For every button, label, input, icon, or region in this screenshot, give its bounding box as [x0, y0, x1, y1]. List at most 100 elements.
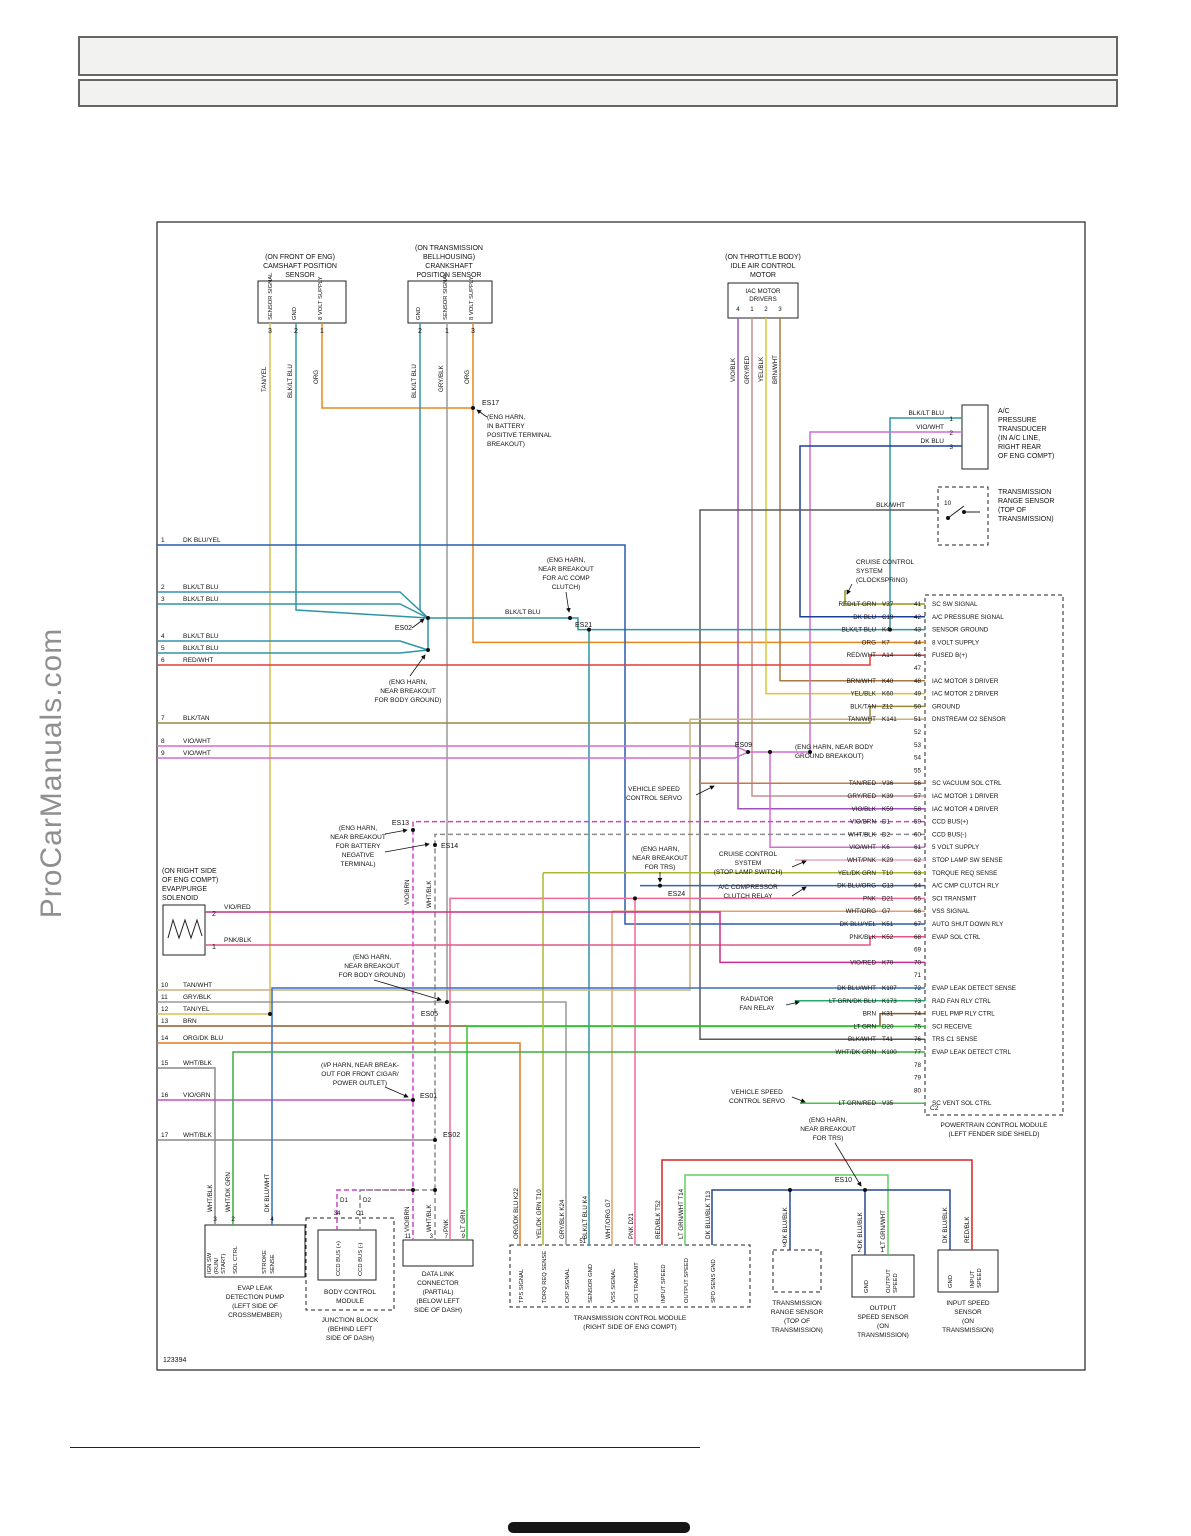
pcm-pin-number: 49 — [914, 691, 922, 698]
diagram-label: JUNCTION BLOCK — [322, 1317, 379, 1324]
tcm-wire-label: BLK/LT BLU K4 — [582, 1195, 589, 1239]
diagram-label: A/C COMPRESSOR — [718, 884, 778, 891]
note-arrow — [565, 591, 571, 613]
pcm-pin-function: IAC MOTOR 1 DRIVER — [932, 793, 999, 800]
wire — [412, 820, 925, 1190]
diagram-label: 11 — [405, 1234, 412, 1240]
pcm-pin-number: 42 — [914, 614, 922, 621]
pcm-wire-color: VIO/WHT — [849, 844, 876, 851]
tcm-wire-label: LT GRN/WHT T14 — [678, 1188, 685, 1239]
diagram-label: 2 — [858, 1248, 862, 1254]
left-pin-number: 8 — [161, 738, 165, 745]
diagram-label: DATA LINK — [422, 1271, 455, 1278]
splice-dot — [433, 1138, 437, 1142]
left-pin-number: 12 — [161, 1006, 169, 1013]
diagram-label: VIO/RED — [224, 904, 251, 911]
diagram-label: 10 — [944, 500, 952, 507]
diagram-label: ORG — [313, 370, 320, 384]
splice-dot — [433, 843, 437, 847]
component-box — [407, 280, 493, 324]
pcm-pin-function: SC VENT SOL CTRL — [932, 1100, 992, 1107]
component-box — [851, 1254, 915, 1298]
splice-dot — [471, 406, 475, 410]
diagram-label: NEAR BREAKOUT — [800, 1126, 856, 1133]
diagram-label: (ENG HARN, — [339, 825, 377, 832]
diagram-label: PNK — [443, 1218, 450, 1232]
diagram-label: PRESSURE — [998, 417, 1037, 424]
wire — [419, 323, 429, 619]
wire — [321, 323, 473, 409]
pcm-circuit-code: T10 — [882, 870, 893, 877]
splice-dot — [788, 1188, 792, 1192]
diagram-label: VIO/WHT — [916, 424, 944, 431]
note-arrow — [695, 785, 715, 796]
wire — [779, 318, 925, 682]
diagram-label: BLK/WHT — [876, 502, 905, 509]
diagram-label: FAN RELAY — [739, 1005, 775, 1012]
diagram-label: ES24 — [668, 891, 685, 898]
diagram-border — [156, 221, 1086, 1371]
pcm-wire-color: WHT/BLK — [848, 831, 877, 838]
pcm-wire-color: BRN/WHT — [847, 678, 877, 685]
wire — [157, 718, 925, 991]
pcm-pin-number: 56 — [914, 780, 922, 787]
diagram-label: GND — [948, 1275, 954, 1288]
pcm-wire-color: VIO/RED — [850, 959, 876, 966]
diagram-label: MOTOR — [750, 272, 776, 279]
diagram-label: ES02 — [395, 625, 412, 632]
pcm-circuit-code: G7 — [882, 908, 891, 915]
pcm-pin-number: 41 — [914, 601, 922, 608]
diagram-label: (ENG HARN, — [547, 557, 585, 564]
diagram-label: TAN/YEL — [261, 366, 268, 392]
splice-dot — [411, 1188, 415, 1192]
diagram-label: ES17 — [482, 400, 499, 407]
wire — [271, 987, 925, 1225]
pcm-wire-color: DK BLU/ORG — [837, 883, 876, 890]
left-pin-wire-color: VIO/WHT — [183, 750, 211, 757]
wire — [684, 1174, 889, 1255]
pcm-pin-number: 48 — [914, 678, 922, 685]
tcm-wire-label: YEL/DK GRN T10 — [536, 1189, 543, 1239]
pcm-circuit-code: K59 — [882, 806, 894, 813]
diagram-label: DK BLU/BLK — [942, 1206, 949, 1243]
splice-dot — [633, 896, 637, 901]
diagram-label: CRUISE CONTROL — [856, 559, 915, 566]
pcm-pin-function: EVAP SOL CTRL — [932, 934, 981, 941]
pcm-pin-number: 71 — [914, 972, 922, 979]
diagram-label: VEHICLE SPEED — [628, 786, 680, 793]
diagram-label: (CLOCKSPRING) — [856, 577, 908, 584]
pcm-circuit-code: K31 — [882, 1011, 894, 1018]
diagram-label: 1 — [881, 1248, 885, 1254]
diagram-label: EVAP/PURGE — [162, 886, 207, 893]
diagram-label: (ON FRONT OF ENG) — [265, 254, 335, 261]
diagram-label: ES13 — [392, 820, 409, 827]
wire — [157, 751, 749, 759]
diagram-label: POWER OUTLET) — [333, 1080, 387, 1087]
pcm-pin-number: 69 — [914, 947, 922, 954]
diagram-label: 1 — [445, 328, 449, 335]
diagram-label: YEL/BLK — [758, 356, 765, 382]
note-arrow — [411, 618, 425, 629]
pcm-wire-color: WHT/PNK — [847, 857, 877, 864]
note-arrow — [791, 886, 807, 897]
splice-dot — [426, 616, 430, 620]
diagram-label: FOR A/C COMP — [542, 575, 589, 582]
diagram-label: SENSOR SIGNAL — [443, 272, 449, 320]
diagram-label: SENSOR — [285, 272, 315, 279]
diagram-label: D2 — [363, 1197, 371, 1204]
diagram-label: 2 — [949, 430, 953, 437]
wire — [809, 431, 962, 752]
pcm-pin-function: A/C PRESSURE SIGNAL — [932, 614, 1004, 621]
pcm-pin-number: 43 — [914, 627, 922, 634]
note-arrow — [846, 583, 853, 595]
diagram-label: CAMSHAFT POSITION — [263, 263, 337, 270]
diagram-label: FOR BATTERY — [336, 843, 382, 850]
pcm-pin-function: A/C CMP CLUTCH RLY — [932, 883, 1000, 890]
diagram-label: (LEFT FENDER SIDE SHIELD) — [949, 1131, 1040, 1138]
pcm-circuit-code: D21 — [882, 895, 894, 902]
note-arrow — [791, 1096, 806, 1103]
splice-dot — [445, 1000, 449, 1004]
left-pin-number: 11 — [161, 994, 168, 1001]
tcm-wire-label: DK BLU/BLK T13 — [705, 1190, 712, 1239]
